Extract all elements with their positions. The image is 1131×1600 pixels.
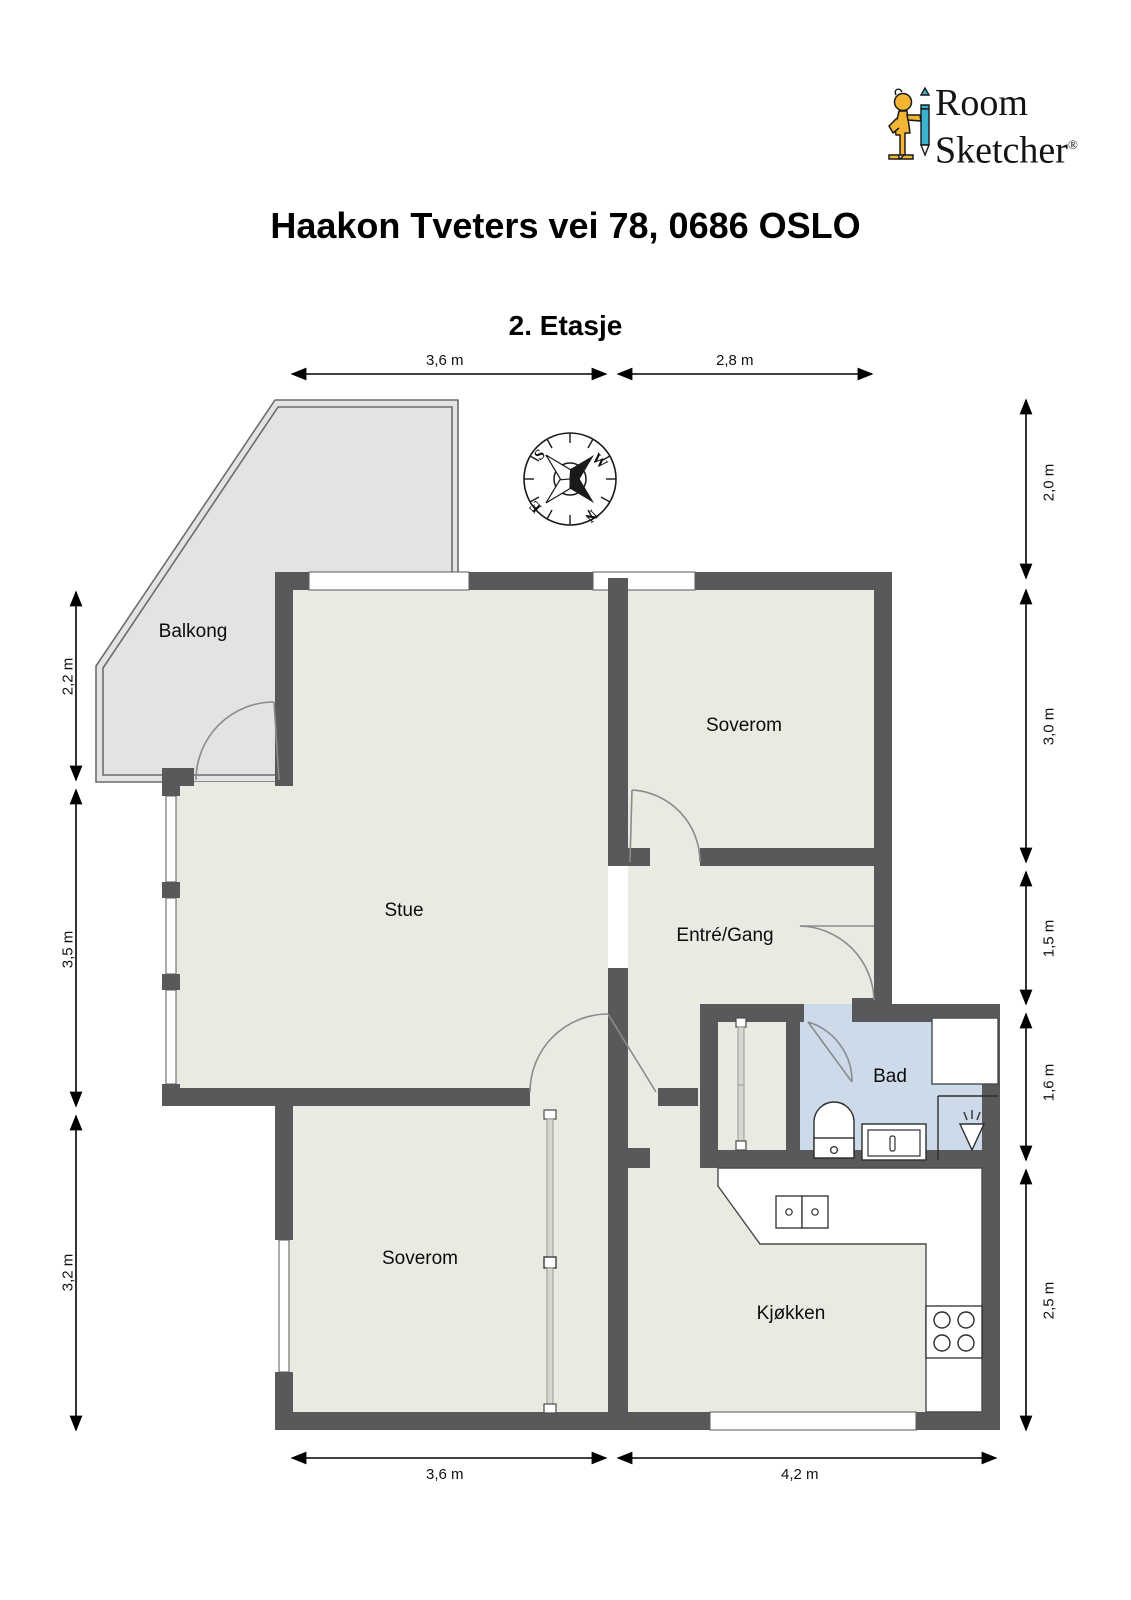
compass-rose-icon: W N E S — [523, 432, 617, 526]
compass-north-label: N — [581, 506, 600, 525]
registered-mark: ® — [1067, 137, 1078, 152]
dimension-left-2: 3,5 m — [59, 930, 77, 969]
walls — [162, 571, 1000, 1431]
doors — [195, 701, 875, 1093]
room-balkong — [95, 399, 459, 783]
dimension-right-1: 2,0 m — [1040, 463, 1058, 502]
bathtub-fixture — [931, 1017, 999, 1085]
kitchen-sink-fixture — [775, 1195, 829, 1229]
room-label-soverom-2: Soverom — [381, 1248, 459, 1269]
room-label-kjokken: Kjøkken — [756, 1303, 826, 1324]
dimension-left-3: 3,2 m — [59, 1253, 77, 1292]
room-label-bad: Bad — [873, 1066, 907, 1087]
sink-fixture — [861, 1123, 927, 1161]
bathroom-fixtures — [813, 1017, 999, 1161]
room-label-entre: Entré/Gang — [676, 925, 774, 946]
dimension-top-2: 2,8 m — [716, 352, 754, 369]
dimension-right-3: 1,5 m — [1040, 919, 1058, 958]
roomsketcher-logo: Room Sketcher® — [880, 83, 1078, 171]
dimension-bottom-1: 3,6 m — [426, 1466, 464, 1483]
dimension-right-5: 2,5 m — [1040, 1281, 1058, 1320]
closet-fixture — [735, 1017, 747, 1151]
dimension-bottom-2: 4,2 m — [781, 1466, 819, 1483]
room-floor-fills — [168, 578, 1000, 1430]
toilet-fixture — [813, 1101, 855, 1159]
dimension-right-4: 1,6 m — [1040, 1063, 1058, 1102]
closet-fixtures — [543, 1017, 747, 1414]
dimension-right-2: 3,0 m — [1040, 707, 1058, 746]
compass-west-label: W — [588, 451, 610, 473]
counter-fixture — [717, 1167, 983, 1413]
room-fill-kjokken — [628, 1164, 1000, 1430]
compass-east-label: E — [526, 497, 544, 515]
page-title: Haakon Tveters vei 78, 0686 OSLO — [270, 205, 861, 246]
room-fill-stue — [168, 578, 628, 1106]
room-label-stue: Stue — [384, 900, 424, 921]
stove-fixture — [925, 1305, 983, 1359]
kitchen-fixtures — [717, 1167, 983, 1413]
room-label-balkong: Balkong — [158, 621, 228, 642]
dimension-left-1: 2,2 m — [59, 657, 77, 696]
room-label-soverom-1: Soverom — [705, 715, 783, 736]
room-fill-entre — [628, 866, 892, 1168]
room-fill-storage — [712, 1010, 792, 1158]
logo-room-text: Room — [935, 82, 1028, 124]
shower-head-fixture — [937, 1095, 998, 1160]
logo-mascot-icon — [888, 86, 931, 160]
dimension-top-1: 3,6 m — [426, 352, 464, 369]
logo-wordmark: Room Sketcher® — [935, 83, 1078, 172]
floor-title: 2. Etasje — [508, 310, 623, 341]
logo-sketcher-text: Sketcher — [935, 129, 1068, 172]
wardrobe-fixture — [543, 1109, 557, 1414]
compass-south-label: S — [532, 447, 549, 464]
